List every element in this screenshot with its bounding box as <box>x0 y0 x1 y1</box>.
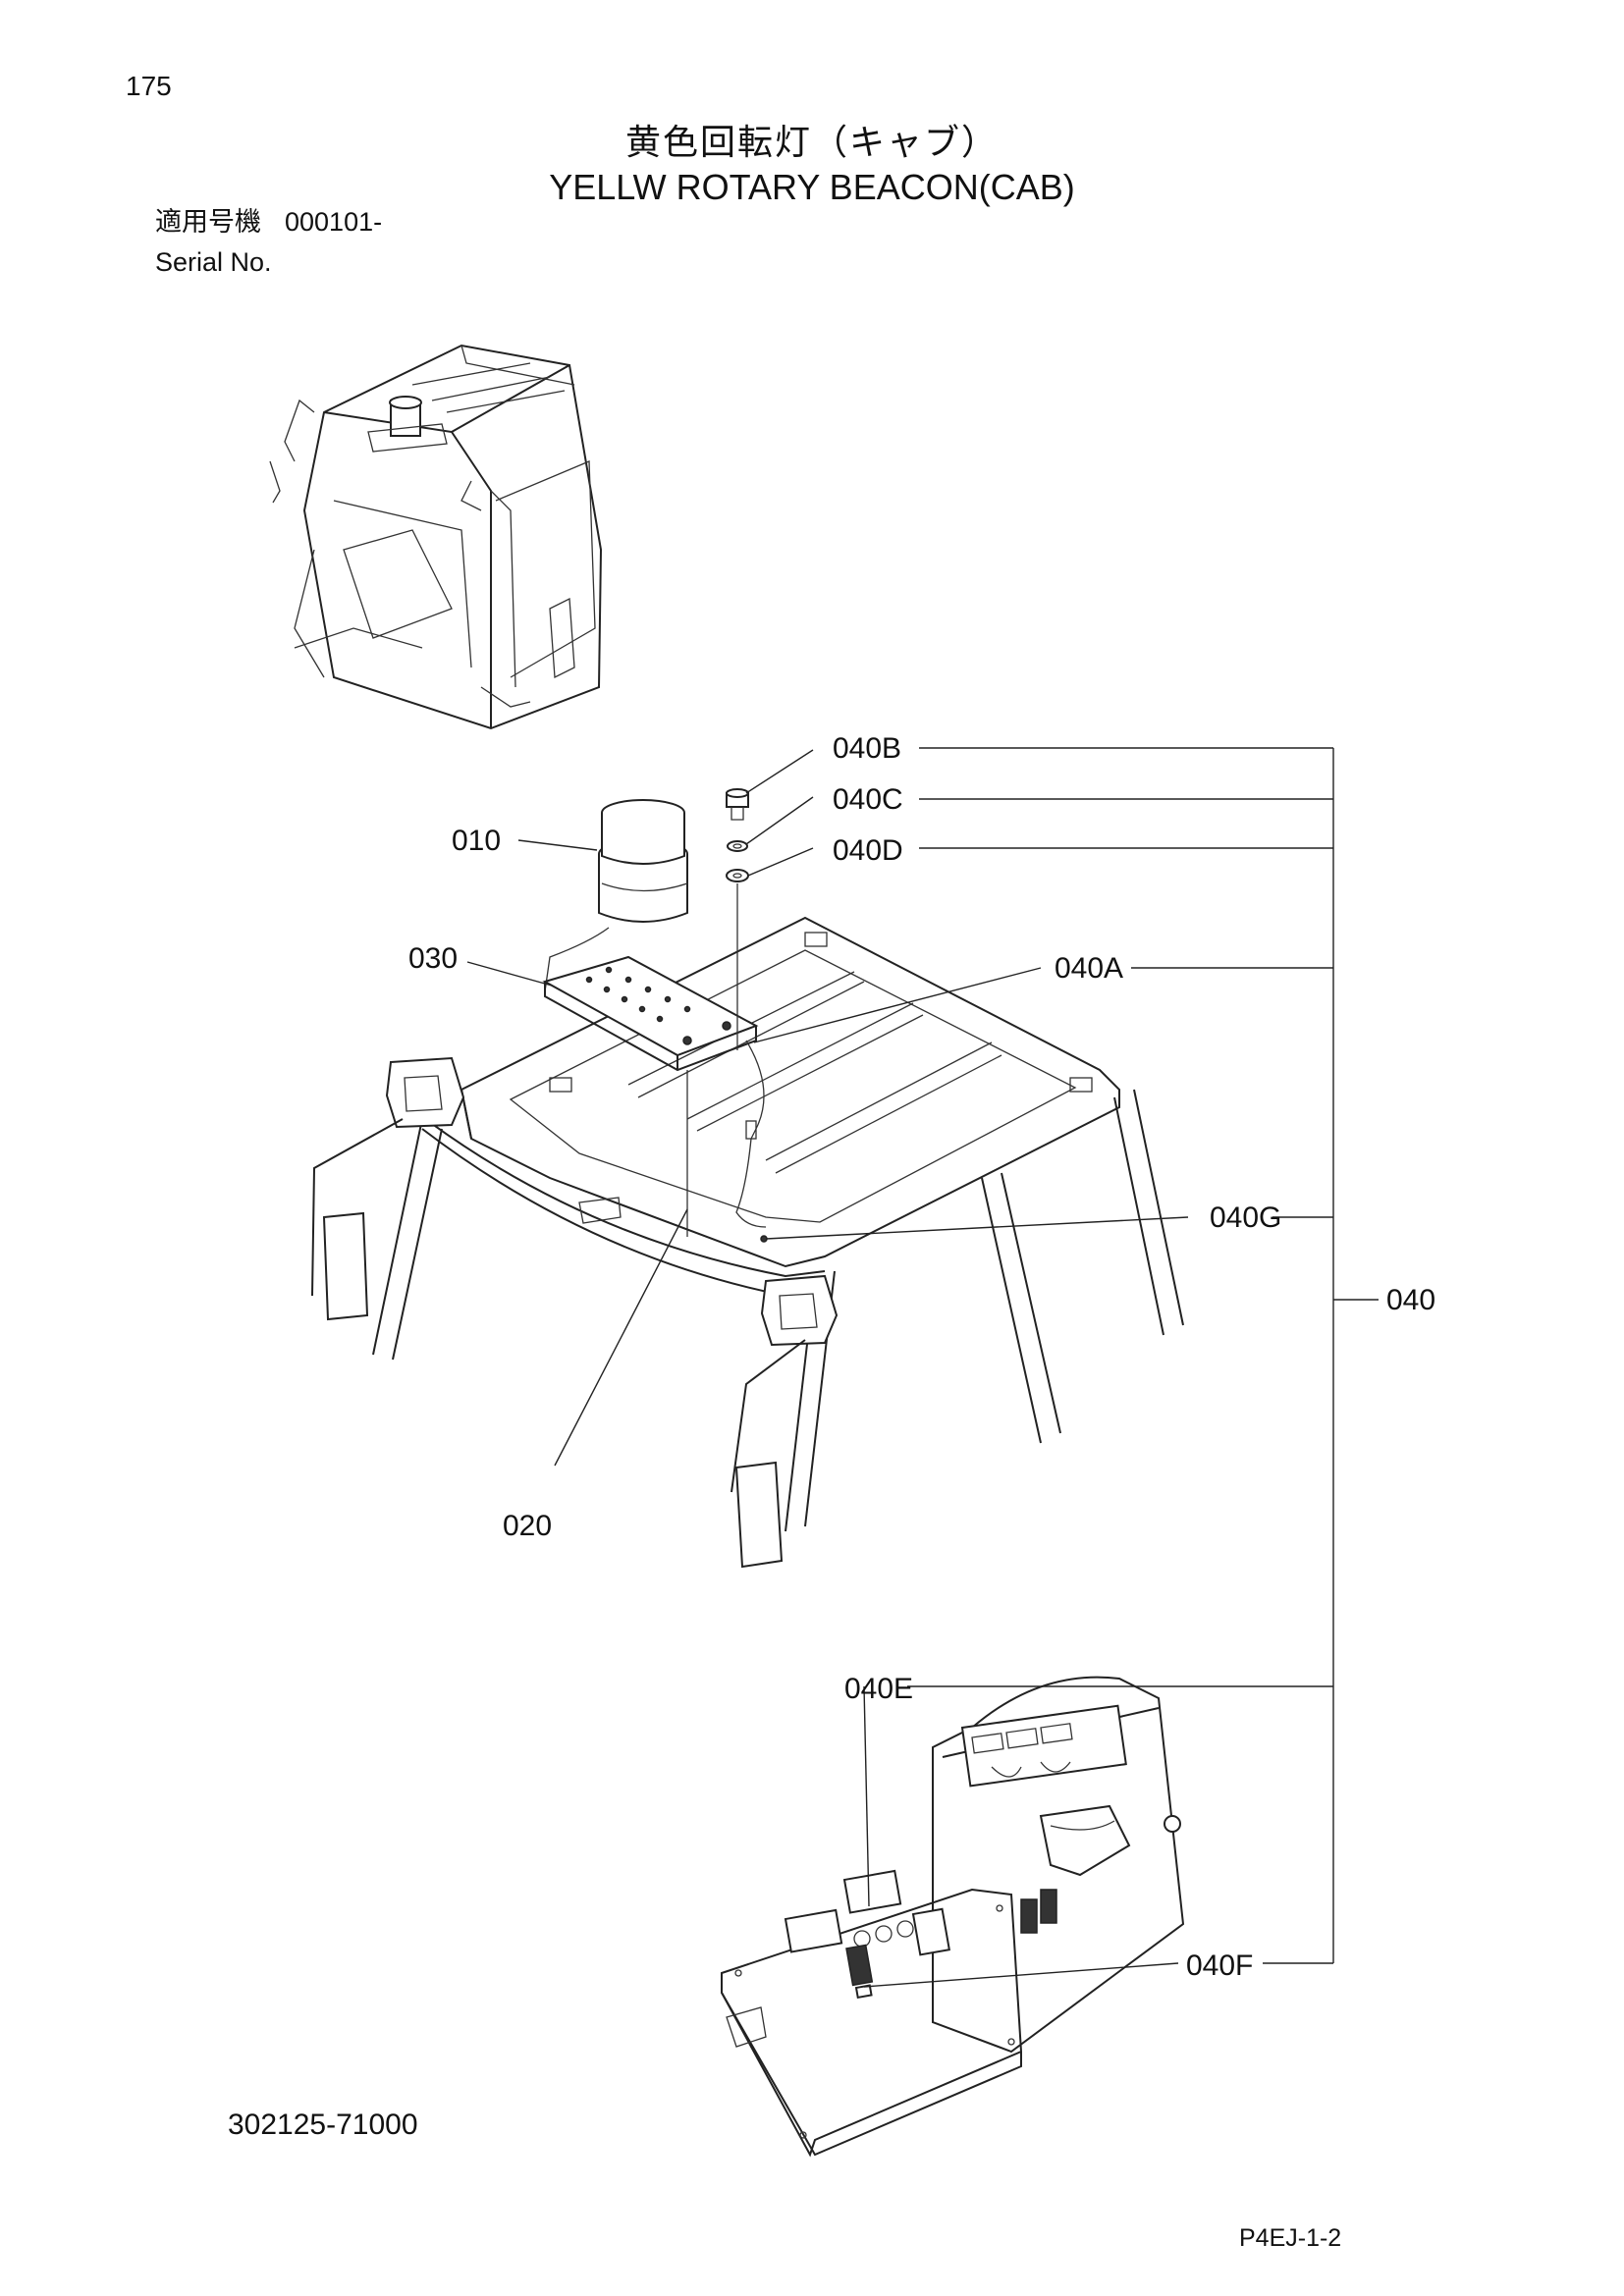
rotary-beacon-010 <box>544 799 688 992</box>
control-panel <box>721 1676 1185 2158</box>
part-number-code: 302125-71000 <box>228 2109 418 2141</box>
callout-040B: 040B <box>833 732 901 765</box>
wire-harness <box>686 1040 768 1243</box>
cab-overview-illustration <box>269 344 603 730</box>
callout-010: 010 <box>452 825 501 857</box>
callout-040F: 040F <box>1186 1949 1253 1982</box>
callout-040G: 040G <box>1210 1201 1281 1234</box>
serial-block: 適用号機 000101- Serial No. <box>155 202 382 282</box>
callout-030: 030 <box>408 942 458 975</box>
callout-labels: 010 030 020 040B 040C 040D 040A 040G 040… <box>408 732 1435 1982</box>
callout-040E: 040E <box>844 1673 913 1705</box>
leader-lines <box>466 747 1379 1988</box>
callout-040A: 040A <box>1055 952 1123 985</box>
page-title-jp: 黄色回転灯（キャブ） <box>624 123 999 163</box>
callout-020: 020 <box>503 1510 552 1542</box>
mounting-bracket-030 <box>542 955 759 1072</box>
serial-value: 000101- <box>285 207 383 237</box>
callout-040D: 040D <box>833 834 903 867</box>
callout-040C: 040C <box>833 783 903 816</box>
serial-row-jp: 適用号機 000101- <box>155 202 382 242</box>
serial-label-en: Serial No. <box>155 247 272 277</box>
serial-label-jp: 適用号機 <box>155 207 261 238</box>
cab-roof-assembly <box>311 916 1184 1569</box>
page-title-en: YELLW ROTARY BEACON(CAB) <box>549 167 1075 207</box>
callout-040: 040 <box>1386 1284 1435 1316</box>
page-reference: P4EJ-1-2 <box>1239 2224 1342 2252</box>
bolt-washer-stack <box>726 788 749 1050</box>
page-number: 175 <box>126 71 172 101</box>
